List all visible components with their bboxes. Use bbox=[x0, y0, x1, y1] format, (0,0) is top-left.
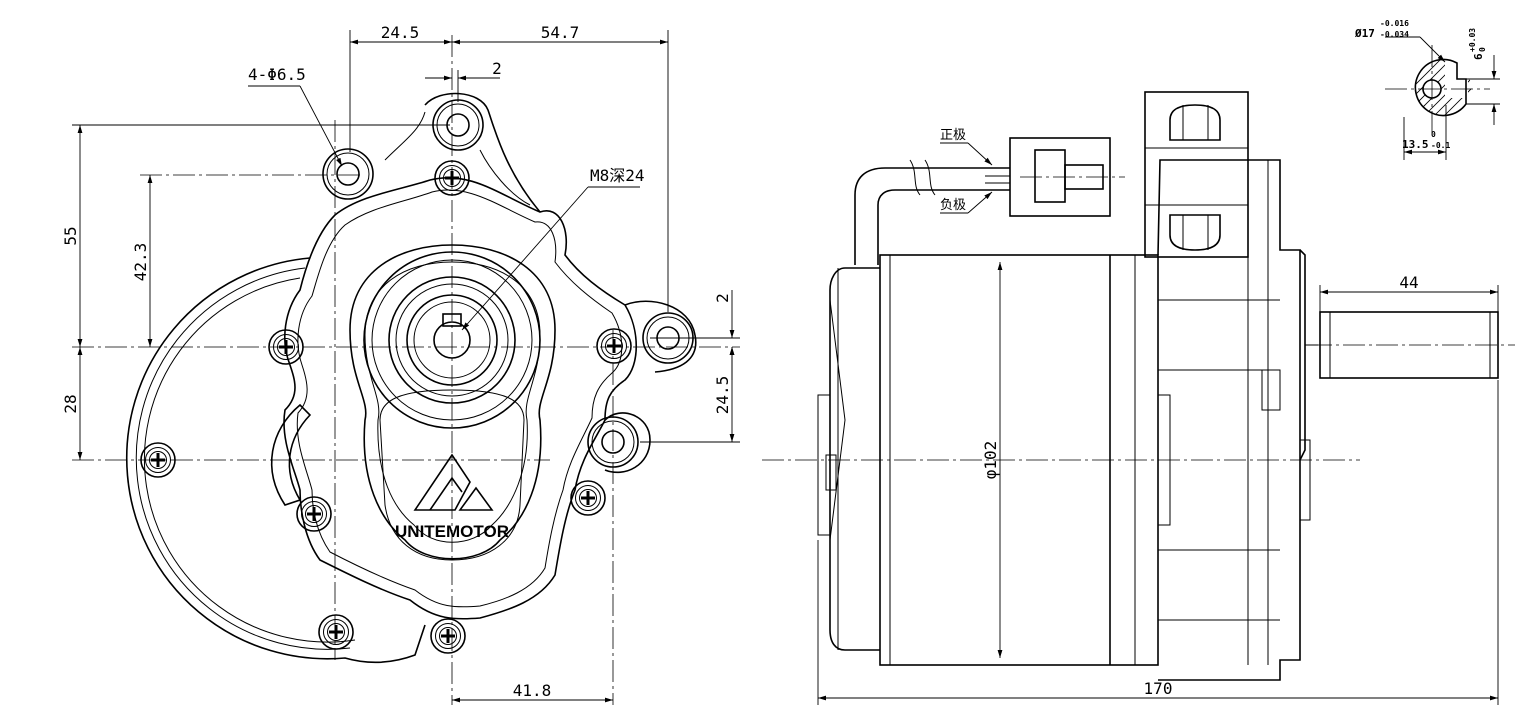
housing-outline bbox=[283, 176, 638, 620]
dim-left-lower: 28 bbox=[61, 394, 80, 413]
lug-right bbox=[624, 300, 697, 373]
screw-bottom-left bbox=[317, 613, 355, 651]
wire-positive: 正极 bbox=[940, 128, 966, 143]
dim-bottom: 41.8 bbox=[513, 681, 552, 700]
dim-shaft-length: 44 bbox=[1399, 273, 1418, 292]
dim-offset: 2 bbox=[492, 59, 502, 78]
flange-outline bbox=[126, 257, 426, 664]
front-view: UNITEMOTOR 24.5 54.7 2 4-Φ6.5 M8深24 55 4… bbox=[61, 23, 740, 705]
shaft-bore bbox=[433, 321, 471, 359]
screw-bottom bbox=[429, 617, 467, 655]
lug-left-top bbox=[384, 111, 426, 161]
cable-inner bbox=[877, 189, 985, 265]
shaft-section: Ø17 -0.016 -0.034 6 +0.03 0 13.5 0 -0.1 bbox=[1354, 19, 1500, 160]
connector-body bbox=[1009, 137, 1111, 217]
dim-key-width: 6 bbox=[1472, 53, 1485, 60]
dim-top-left: 24.5 bbox=[381, 23, 420, 42]
dim-key-tol-upper: +0.03 bbox=[1468, 28, 1477, 52]
section-outline bbox=[1414, 58, 1467, 117]
hub-ring-2 bbox=[371, 259, 533, 421]
keyway bbox=[442, 313, 462, 327]
gearbox-body bbox=[1157, 159, 1301, 681]
boss-left-top bbox=[322, 148, 374, 200]
housing-inner bbox=[296, 189, 623, 608]
dim-holes: 4-Φ6.5 bbox=[248, 65, 306, 84]
brand-logo-icon bbox=[413, 453, 494, 511]
dim-overall-length: 170 bbox=[1144, 679, 1173, 698]
hub-ring-6 bbox=[413, 301, 491, 379]
dim-flat-depth: 13.5 bbox=[1402, 138, 1429, 151]
side-view: 正极 负极 φ102 bbox=[762, 91, 1515, 705]
dim-diameter: φ102 bbox=[981, 441, 1000, 480]
lug-top-inner bbox=[479, 149, 531, 206]
screw-right bbox=[595, 327, 633, 365]
logo-shield bbox=[379, 389, 525, 561]
dim-flat-tol-upper: 0 bbox=[1431, 130, 1436, 139]
left-slot bbox=[270, 403, 312, 506]
dim-key-tol-lower: 0 bbox=[1478, 47, 1487, 52]
cable bbox=[854, 167, 985, 265]
dim-left-outer: 55 bbox=[61, 226, 80, 245]
dim-top-right: 54.7 bbox=[541, 23, 580, 42]
screw-right-lower bbox=[569, 479, 607, 517]
dim-right-lower: 24.5 bbox=[713, 376, 732, 415]
hub-ring-4 bbox=[395, 283, 509, 397]
dim-section-diameter: Ø17 bbox=[1354, 27, 1375, 40]
hub-shell-inner bbox=[364, 261, 541, 543]
lug-top bbox=[424, 92, 541, 213]
dim-left-inner: 42.3 bbox=[131, 243, 150, 282]
dim-thread: M8深24 bbox=[590, 166, 645, 185]
flange-inner-2 bbox=[144, 277, 356, 643]
dim-section-diameter-tol-upper: -0.016 bbox=[1380, 19, 1409, 28]
hub-ring-1 bbox=[363, 251, 541, 429]
wire-negative: 负极 bbox=[940, 198, 966, 213]
connector-plug bbox=[1034, 149, 1066, 203]
brand-text: UNITEMOTOR bbox=[395, 522, 509, 541]
hub-ring-3 bbox=[388, 276, 516, 404]
hub-shell bbox=[349, 244, 556, 560]
hub-ring-5 bbox=[406, 294, 498, 386]
flange-inner bbox=[135, 267, 351, 650]
dim-flat-tol-lower: -0.1 bbox=[1431, 141, 1450, 150]
dim-section-diameter-tol-lower: -0.034 bbox=[1380, 30, 1409, 39]
dim-right-upper: 2 bbox=[713, 293, 732, 303]
lug-right-lower bbox=[604, 412, 651, 474]
